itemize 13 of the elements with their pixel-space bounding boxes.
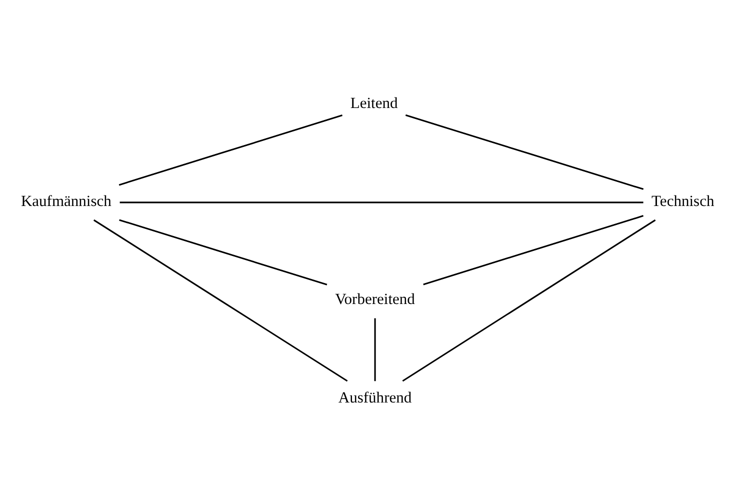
- connector: [405, 114, 644, 190]
- node-text: Leitend: [350, 95, 398, 112]
- connector: [118, 114, 342, 186]
- connector: [423, 215, 644, 286]
- connector: [120, 202, 644, 204]
- connector: [119, 219, 328, 286]
- connector: [402, 219, 656, 382]
- node-text: Ausführend: [338, 389, 412, 406]
- node-text: Vorbereitend: [335, 291, 415, 308]
- node-text: Kaufmännisch: [20, 193, 112, 210]
- node-text: Technisch: [652, 193, 714, 210]
- connector: [374, 318, 376, 382]
- connector: [93, 219, 348, 382]
